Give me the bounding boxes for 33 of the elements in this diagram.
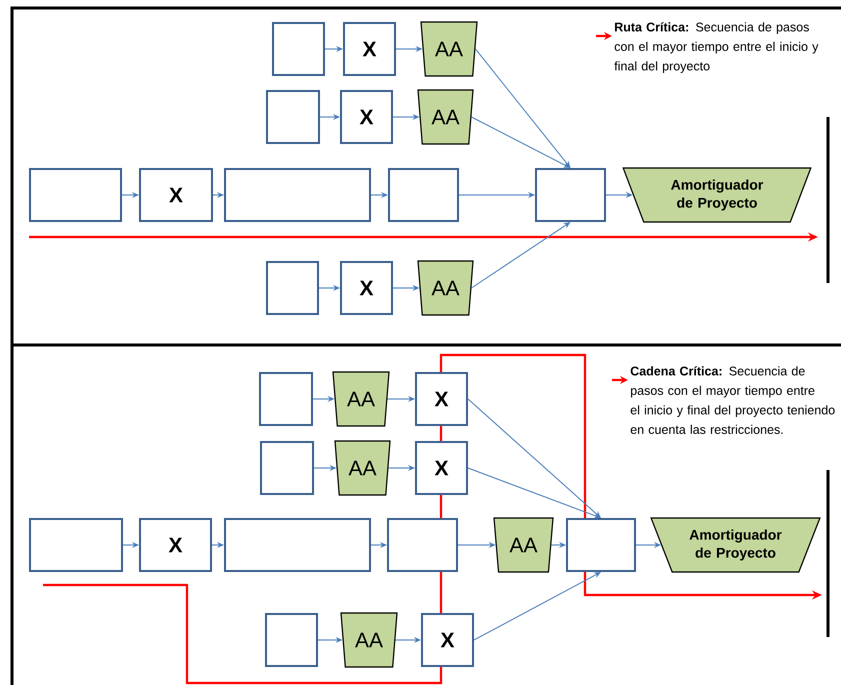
task-box bbox=[272, 22, 325, 76]
project-buffer-trapezoid: Amortiguador de Proyecto bbox=[650, 517, 821, 573]
task-box: X bbox=[421, 613, 474, 667]
buffer-trapezoid: AA bbox=[332, 371, 390, 427]
task-box: X bbox=[340, 90, 393, 144]
task-box bbox=[29, 518, 123, 572]
task-box: X bbox=[415, 372, 468, 426]
task-box bbox=[266, 90, 320, 144]
task-box bbox=[260, 441, 314, 495]
buffer-trapezoid: AA bbox=[417, 260, 474, 316]
task-box: X bbox=[340, 261, 393, 315]
buffer-trapezoid: AA bbox=[420, 21, 478, 77]
arrow bbox=[468, 398, 601, 518]
task-box bbox=[224, 518, 371, 572]
task-box: X bbox=[343, 22, 396, 76]
legend-text: Ruta Crítica: Secuencia de pasos con el mayor tiempo entre el inicio y final del proyecto bbox=[614, 22, 818, 73]
task-box bbox=[29, 168, 122, 222]
task-box bbox=[387, 518, 458, 572]
task-box bbox=[266, 261, 319, 315]
legend-text: Cadena Crítica: Secuencia de pasos con el mayor tiempo entre el inicio y final del proyecto teniendo en cuenta las restricciones. bbox=[630, 366, 835, 434]
task-box bbox=[566, 518, 636, 572]
task-box: X bbox=[139, 168, 213, 222]
task-box: X bbox=[415, 441, 468, 495]
task-box bbox=[388, 168, 459, 222]
buffer-trapezoid: AA bbox=[340, 612, 398, 668]
task-box bbox=[259, 372, 313, 426]
buffer-trapezoid: AA bbox=[417, 89, 474, 145]
buffer-trapezoid: AA bbox=[334, 440, 391, 496]
task-box bbox=[224, 168, 371, 222]
buffer-trapezoid: AA bbox=[493, 517, 554, 573]
task-box bbox=[535, 168, 606, 222]
task-box: X bbox=[139, 518, 212, 572]
task-box bbox=[265, 613, 318, 667]
